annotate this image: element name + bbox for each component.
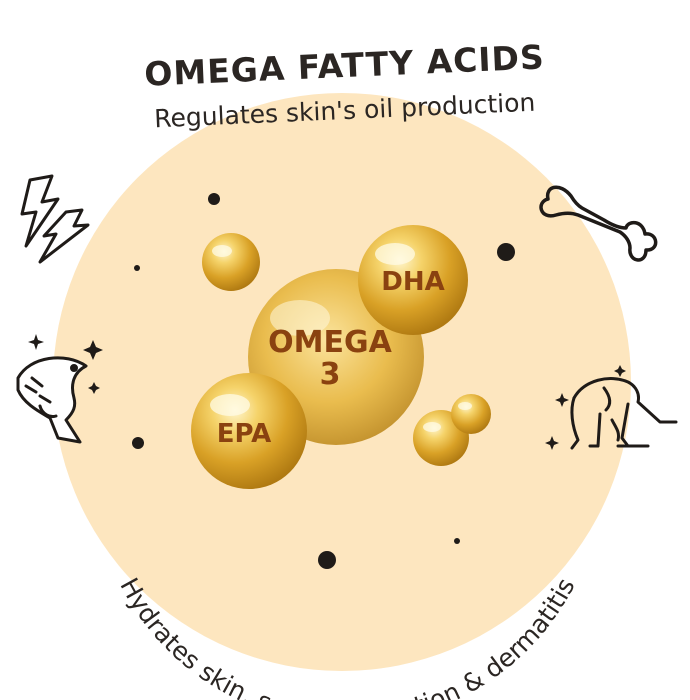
epa-label: EPA bbox=[217, 419, 272, 449]
bone-icon bbox=[539, 185, 658, 262]
fish-icon bbox=[16, 356, 88, 444]
small-bubbles bbox=[202, 233, 491, 466]
footer-curved-text: Hydrates skin, soothes irritation & derm… bbox=[114, 573, 580, 700]
lightning-icon bbox=[20, 174, 90, 264]
sparkle-icon bbox=[28, 334, 626, 450]
omega-number-label: 3 bbox=[320, 357, 341, 392]
dha-bubble: DHA bbox=[358, 225, 468, 335]
dog-icon bbox=[570, 377, 678, 450]
omega-label: OMEGA bbox=[268, 325, 392, 360]
dha-label: DHA bbox=[381, 267, 444, 297]
decorative-dots bbox=[132, 193, 515, 569]
epa-bubble: EPA bbox=[191, 373, 307, 489]
